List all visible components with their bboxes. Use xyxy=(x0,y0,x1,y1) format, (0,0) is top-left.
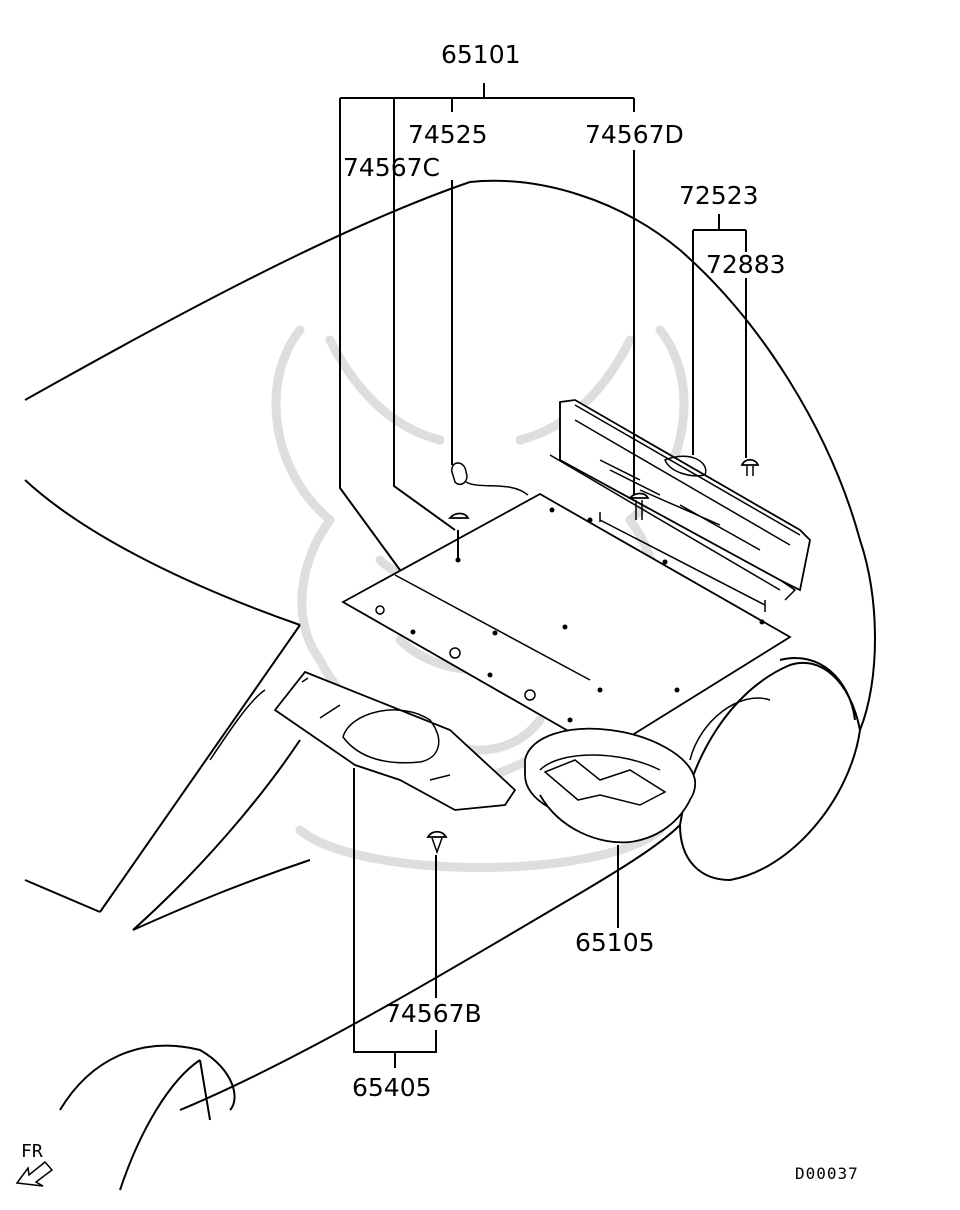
label-74567C: 74567C xyxy=(343,153,440,182)
leader-lines xyxy=(339,83,747,1068)
trunk-floor-mat-65101 xyxy=(341,492,792,754)
label-72883: 72883 xyxy=(706,250,786,279)
car-body-outline xyxy=(24,179,876,1191)
trunk-side-trim-65405 xyxy=(273,670,517,811)
diagram-code: D00037 xyxy=(795,1164,859,1183)
trim-clips xyxy=(426,458,760,855)
fr-label: FR xyxy=(21,1141,43,1162)
label-74567D: 74567D xyxy=(585,120,684,149)
label-72523: 72523 xyxy=(679,181,759,210)
label-74567B: 74567B xyxy=(385,999,482,1028)
label-65405: 65405 xyxy=(352,1073,432,1102)
rear-panel-trim-72523 xyxy=(549,399,811,601)
label-74525: 74525 xyxy=(408,120,488,149)
front-direction-indicator: FR xyxy=(15,1141,54,1187)
label-65101: 65101 xyxy=(441,40,521,69)
spare-tire-cover-65105 xyxy=(524,727,696,844)
label-65105: 65105 xyxy=(575,928,655,957)
front-direction-arrow-icon xyxy=(15,1160,54,1187)
